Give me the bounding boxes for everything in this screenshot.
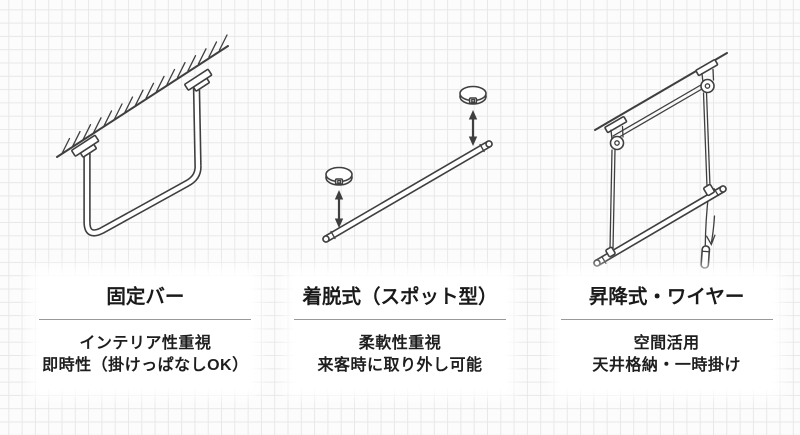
pulley-right bbox=[695, 59, 719, 94]
lift-bar bbox=[593, 185, 728, 267]
pole-bar bbox=[321, 140, 493, 243]
panel-title: 固定バー bbox=[106, 286, 185, 308]
wire-fitting-right bbox=[703, 183, 716, 197]
detachable-illustration bbox=[321, 85, 493, 243]
bar-end-cap bbox=[593, 259, 602, 267]
feature-line: 柔軟性重視 bbox=[358, 335, 442, 352]
cord-handle bbox=[700, 245, 711, 269]
lift-wire-illustration bbox=[593, 52, 729, 269]
caption-divider bbox=[560, 319, 773, 320]
caption-fixed-bar: 固定バー インテリア性重視 即時性（掛けっぱなしOK） bbox=[39, 276, 252, 389]
feature-line: 天井格納・一時掛け bbox=[592, 357, 741, 374]
panel-lift-wire: 昇降式・ワイヤー 空間活用 天井格納・一時掛け bbox=[533, 0, 800, 435]
feature-list: 柔軟性重視 来客時に取り外し可能 bbox=[294, 333, 506, 389]
lift-wire-left bbox=[609, 148, 616, 250]
feature-line: インテリア性重視 bbox=[79, 335, 212, 352]
u-bar-tube bbox=[83, 83, 202, 237]
pole-end-cap bbox=[484, 140, 493, 148]
feature-line: 即時性（掛けっぱなしOK） bbox=[42, 357, 249, 374]
ceiling-socket-left bbox=[324, 166, 353, 186]
lift-wire-right bbox=[703, 91, 711, 188]
panel-detachable: 着脱式（スポット型） 柔軟性重視 来客時に取り外し可能 bbox=[267, 0, 534, 435]
feature-line: 来客時に取り外し可能 bbox=[317, 357, 483, 374]
caption-detachable: 着脱式（スポット型） 柔軟性重視 来客時に取り外し可能 bbox=[293, 276, 506, 389]
ceiling-line bbox=[56, 45, 229, 158]
wire-fitting-left bbox=[605, 246, 617, 258]
connecting-wire bbox=[612, 81, 709, 141]
feature-line: 空間活用 bbox=[633, 335, 700, 352]
down-arrow-icon bbox=[706, 215, 716, 247]
caption-divider bbox=[293, 319, 506, 320]
panel-title: 昇降式・ワイヤー bbox=[588, 286, 745, 308]
caption-divider bbox=[39, 319, 252, 320]
pulley-left bbox=[604, 116, 628, 151]
pole-end-cap bbox=[321, 235, 330, 243]
fixed-bar-illustration bbox=[56, 34, 229, 237]
panel-fixed-bar: 固定バー インテリア性重視 即時性（掛けっぱなしOK） bbox=[0, 0, 267, 435]
ceiling-mount-plate-left bbox=[71, 134, 100, 158]
feature-list: 空間活用 天井格納・一時掛け bbox=[561, 333, 773, 389]
feature-list: インテリア性重視 即時性（掛けっぱなしOK） bbox=[39, 333, 251, 389]
ceiling-hatching bbox=[61, 34, 228, 155]
caption-lift-wire: 昇降式・ワイヤー 空間活用 天井格納・一時掛け bbox=[560, 276, 773, 389]
ceiling-socket-right bbox=[458, 85, 487, 105]
ceiling-mount-plate-right bbox=[184, 68, 213, 92]
bar-end-cap bbox=[719, 185, 728, 193]
detach-arrow-icon bbox=[334, 190, 343, 228]
panel-title: 着脱式（スポット型） bbox=[302, 286, 498, 308]
detach-arrow-icon bbox=[468, 110, 477, 146]
